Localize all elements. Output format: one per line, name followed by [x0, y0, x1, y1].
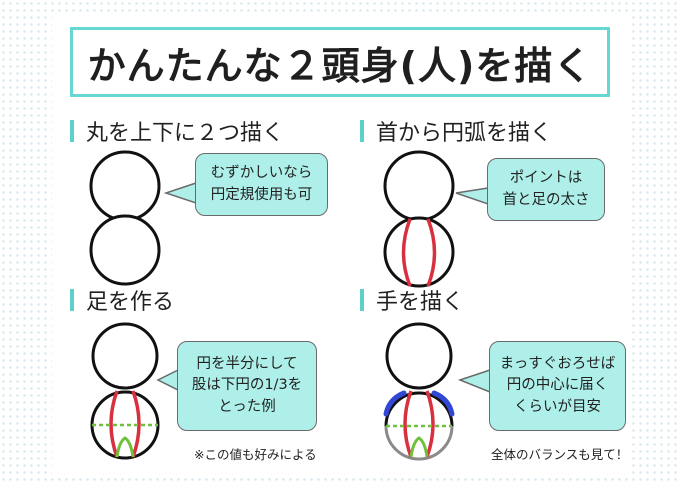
tip-bubble-step-4: まっすぐおろせば 円の中心に届く くらいが目安 — [489, 341, 626, 431]
figure-step-1 — [91, 152, 159, 284]
bubble-tail — [158, 370, 178, 390]
tip-line: 股は下円の1/3を — [192, 375, 302, 396]
figure-step-2 — [385, 152, 453, 286]
tip-line: とった例 — [218, 397, 276, 418]
tip-line: 円を半分にして — [196, 354, 297, 375]
tip-bubble-step-1: むずかしいなら 円定規使用も可 — [195, 153, 328, 216]
tip-line: 円定規使用も可 — [211, 185, 313, 206]
body-circle — [91, 216, 159, 284]
head-circle — [387, 324, 451, 388]
bubble-tail — [166, 183, 196, 203]
bubble-tail — [460, 370, 490, 392]
tip-bubble-step-3: 円を半分にして 股は下円の1/3を とった例 — [177, 341, 317, 431]
footnote-step-4: 全体のバランスも見て！ — [491, 444, 628, 463]
tip-line: まっすぐおろせば — [500, 354, 615, 375]
body-lower-half — [386, 426, 452, 459]
figure-step-4 — [386, 324, 452, 459]
body-circle — [385, 218, 453, 286]
bubble-tail — [456, 188, 488, 204]
tip-line: 首と足の太さ — [503, 190, 590, 211]
tip-line: くらいが目安 — [514, 397, 601, 418]
tip-line: 円の中心に届く — [507, 375, 609, 396]
footnote-step-3: ※この値も好みによる — [194, 444, 317, 463]
head-circle — [93, 324, 157, 388]
tip-bubble-step-2: ポイントは 首と足の太さ — [487, 158, 605, 221]
tip-line: むずかしいなら — [211, 163, 313, 184]
figure-step-3 — [92, 324, 158, 458]
head-circle — [385, 152, 453, 220]
head-circle — [91, 152, 159, 220]
tip-line: ポイントは — [510, 168, 583, 189]
